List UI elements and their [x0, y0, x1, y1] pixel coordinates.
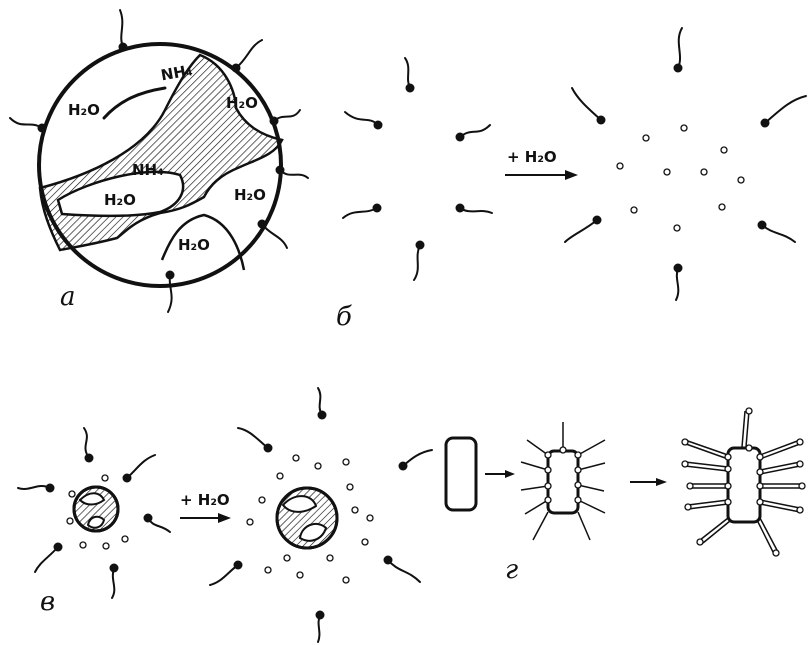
panel-a-label-nh4-mid: NH₄ — [132, 161, 164, 179]
panel-v-arrow: + H₂O — [180, 491, 231, 523]
panel-v-swelling: + H₂O — [18, 388, 432, 642]
panel-b-letter: б — [336, 302, 352, 332]
panel-g-bare-particle — [446, 438, 476, 510]
panel-a-label-h2o-bottom: H₂O — [178, 236, 210, 254]
panel-g-arrow-1 — [485, 470, 515, 478]
panel-a-label-h2o-right: H₂O — [234, 186, 266, 204]
panel-b-left-surfactants — [343, 58, 492, 280]
panel-v-label-plus-h2o: + H₂O — [180, 491, 230, 509]
panel-g-arrow-2 — [630, 478, 667, 486]
panel-g-letter: г — [505, 555, 518, 585]
panel-b-right-surfactants — [565, 28, 806, 300]
panel-b-label-plus-h2o: + H₂O — [507, 148, 557, 166]
panel-a-letter: а — [60, 282, 76, 312]
panel-a-wedge-line — [104, 88, 165, 118]
panel-g-surface: г — [446, 408, 805, 585]
panel-b-dispersion: + H₂O б — [336, 28, 806, 332]
panel-g-coated-particle — [521, 422, 605, 540]
panel-v-letter: в — [40, 587, 55, 617]
panel-v-swollen-micelle — [277, 488, 337, 548]
panel-a-label-h2o-center: H₂O — [104, 191, 136, 209]
panel-v-small-micelle — [74, 487, 118, 531]
panel-a-micelle: NH₄ NH₄ H₂O H₂O H₂O H₂O H₂O а — [10, 10, 308, 312]
panel-a-hatched-region — [40, 55, 282, 250]
panel-b-arrow: + H₂O — [505, 148, 578, 180]
panel-a-label-h2o-left: H₂O — [68, 101, 100, 119]
panel-b-water-molecules — [617, 125, 744, 231]
panel-g-bilayer-particle — [682, 408, 805, 556]
panel-a-label-h2o-right-top: H₂O — [226, 94, 258, 112]
